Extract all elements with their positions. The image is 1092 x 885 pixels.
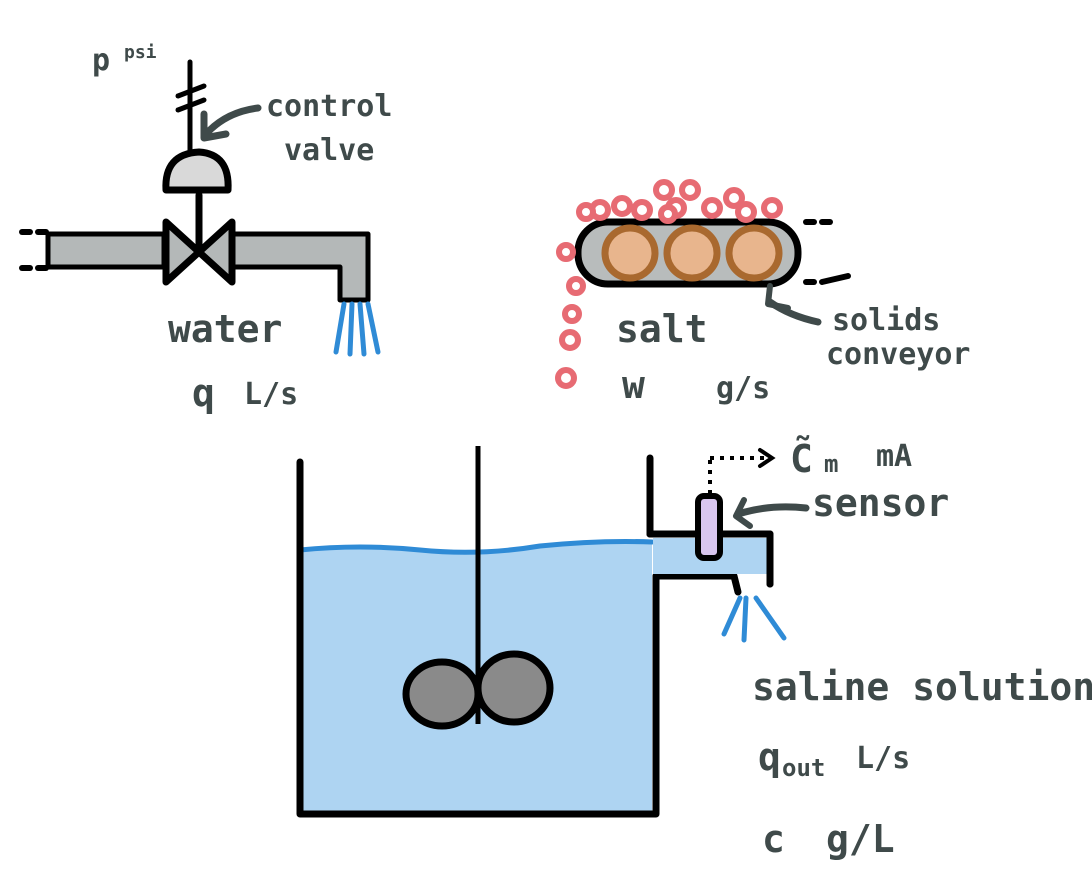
sensor-signal-subscript: m: [824, 450, 838, 478]
water-pipe-elbow: [229, 231, 371, 303]
impeller: [402, 650, 554, 730]
water-flow-unit: L/s: [244, 377, 298, 412]
conveyor-continuation-dashes: [803, 219, 851, 285]
salt-feed-section: salt w g/s solids conveyor: [555, 179, 971, 407]
concentration-sensor: [695, 493, 723, 561]
pipe-continuation-dashes: [19, 229, 49, 271]
conveyor-label-line1: solids: [832, 303, 940, 338]
control-valve-label-line1: control: [266, 89, 392, 124]
concentration-unit: g/L: [826, 817, 895, 861]
outlet-name-label: saline solution: [752, 665, 1092, 709]
sensor-pointer-arrow: [734, 503, 810, 518]
tank-walls: [296, 458, 660, 818]
conveyor-label-line2: conveyor: [826, 337, 971, 372]
sensor-signal-unit: mA: [876, 439, 912, 474]
conveyor-rollers: [601, 224, 783, 282]
roller: [601, 224, 659, 282]
pressure-variable-label: p: [92, 43, 110, 78]
sensor-label: sensor: [812, 481, 949, 525]
concentration-variable: c: [762, 817, 785, 861]
water-stream: [333, 301, 381, 357]
outflow-unit: L/s: [856, 741, 910, 776]
salt-flow-variable: w: [622, 363, 645, 407]
outflow-variable: q: [758, 735, 781, 779]
salt-particles: [555, 179, 783, 389]
water-flow-variable: q: [192, 371, 215, 415]
signal-arrowhead: [758, 448, 776, 468]
roller: [725, 224, 783, 282]
pressure-unit-label: psi: [124, 42, 157, 63]
sensor-signal-variable: C̃: [790, 436, 813, 481]
water-label: water: [168, 307, 282, 351]
roller: [663, 224, 721, 282]
valve-actuator: [162, 148, 232, 194]
water-pipe: [45, 231, 167, 270]
pneumatic-signal-hashes: [175, 83, 207, 113]
outflow-subscript: out: [782, 754, 825, 782]
mixing-tank: C̃ m mA sensor saline solution q out L/s…: [296, 436, 1092, 861]
water-inlet-section: p psi control valve water q L/s: [19, 42, 392, 415]
outlet-stream: [721, 595, 787, 643]
control-valve-label-line2: valve: [284, 133, 374, 168]
control-valve-pointer-arrow: [202, 104, 262, 138]
salt-label: salt: [616, 307, 708, 351]
salt-flow-unit: g/s: [716, 371, 770, 406]
